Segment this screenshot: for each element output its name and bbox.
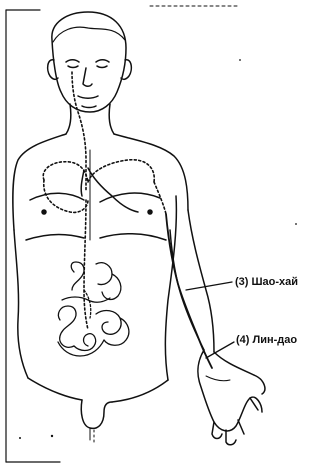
point-label-lin-dao: (4) Лин-дао bbox=[236, 334, 297, 346]
right-arm bbox=[166, 210, 265, 445]
neck bbox=[66, 104, 114, 134]
head bbox=[48, 12, 132, 112]
scan-specks bbox=[19, 59, 297, 439]
point-label-shao-hai: (3) Шао-хай bbox=[235, 276, 298, 288]
torso-outline bbox=[13, 134, 188, 444]
leader-lines bbox=[186, 282, 234, 358]
intestines bbox=[58, 262, 129, 356]
chest-details bbox=[26, 150, 166, 240]
internal-meridian-path bbox=[43, 72, 166, 330]
